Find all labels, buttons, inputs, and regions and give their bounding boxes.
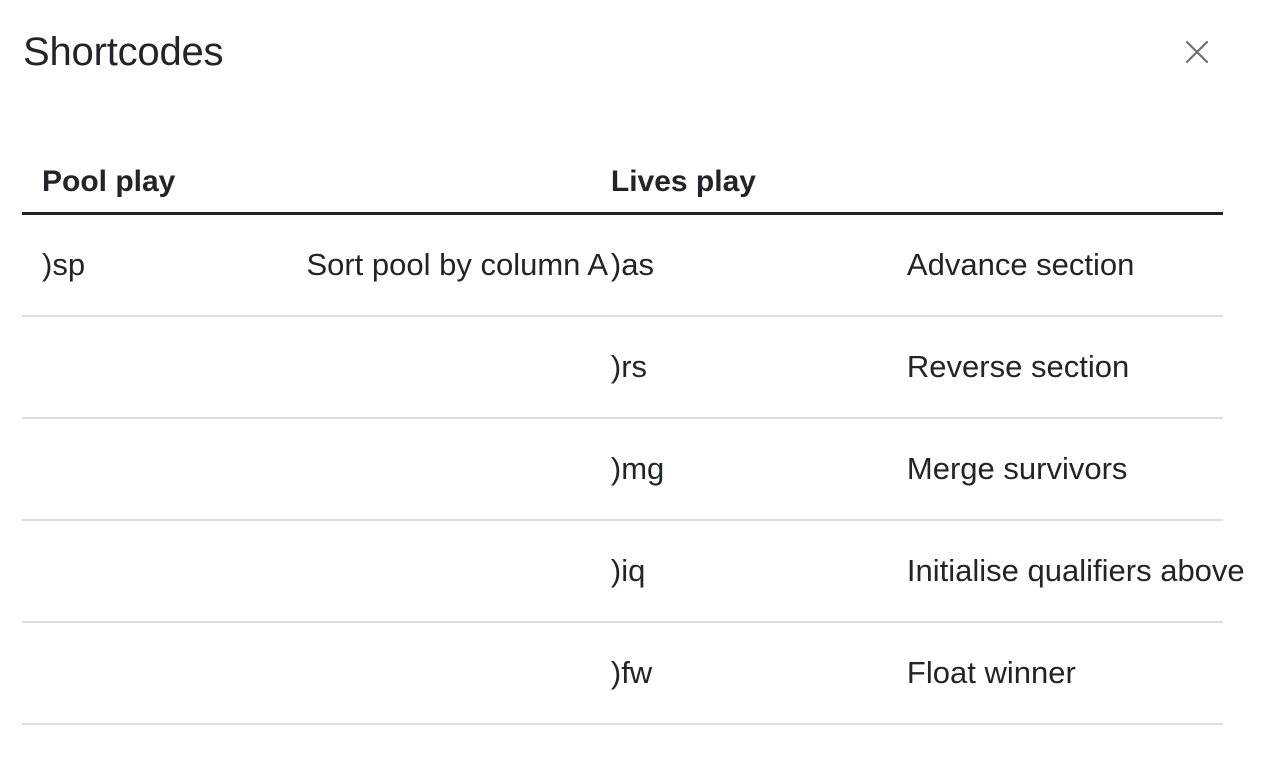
table-header-row: Pool play Lives play (22, 108, 1223, 215)
lives-shortcode-description: Advance section (906, 213, 1223, 317)
pool-shortcode-code: )sp (22, 213, 307, 317)
lives-shortcode-description: Merge survivors (906, 418, 1223, 521)
page-title: Shortcodes (23, 30, 224, 74)
pool-shortcode-code (22, 520, 307, 623)
pool-shortcode-description (306, 622, 591, 725)
column-header-pool-play: Pool play (22, 108, 591, 215)
lives-shortcode-description: Reverse section (906, 316, 1223, 419)
pool-shortcode-code (22, 316, 307, 419)
pool-shortcode-description (306, 316, 591, 419)
table-row: )sp Sort pool by column A )as Advance se… (22, 213, 1223, 317)
table-row: )mg Merge survivors (22, 418, 1223, 521)
pool-shortcode-description: Sort pool by column A (306, 213, 608, 317)
table-row: )fw Float winner (22, 622, 1223, 725)
shortcodes-table: Pool play Lives play )sp Sort pool by co… (22, 108, 1245, 725)
pool-shortcode-description (306, 520, 591, 623)
lives-shortcode-code: )iq (590, 520, 907, 623)
lives-shortcode-code: )as (590, 213, 907, 317)
dialog-header: Shortcodes (0, 0, 1262, 108)
pool-shortcode-description (306, 418, 591, 521)
table-header: Pool play Lives play (22, 108, 1223, 215)
lives-shortcode-description: Initialise qualifiers above (906, 520, 1245, 623)
pool-shortcode-code (22, 622, 307, 725)
lives-shortcode-code: )mg (590, 418, 907, 521)
table-row: )iq Initialise qualifiers above (22, 520, 1245, 623)
table-body: )sp Sort pool by column A )as Advance se… (22, 213, 1245, 725)
column-header-lives-play: Lives play (590, 108, 1223, 215)
close-button[interactable] (1178, 33, 1216, 71)
table-row: )rs Reverse section (22, 316, 1223, 419)
close-icon (1184, 39, 1210, 65)
pool-shortcode-code (22, 418, 307, 521)
lives-shortcode-code: )fw (590, 622, 907, 725)
lives-shortcode-code: )rs (590, 316, 907, 419)
lives-shortcode-description: Float winner (906, 622, 1223, 725)
